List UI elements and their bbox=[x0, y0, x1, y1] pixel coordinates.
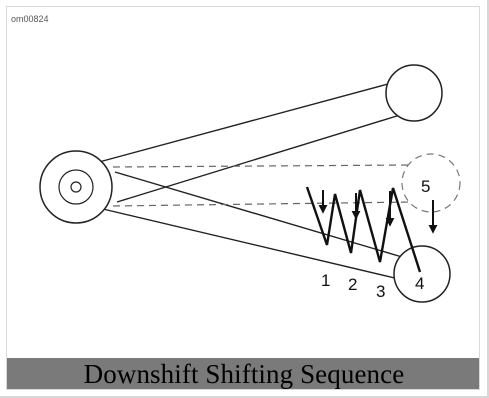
figure-id-label: om00824 bbox=[11, 14, 49, 24]
top-end-circle bbox=[385, 64, 443, 122]
figure-panel: om00824 bbox=[6, 6, 480, 390]
pivot-center-circle bbox=[70, 181, 82, 193]
lower-link-line-top bbox=[114, 171, 403, 258]
dashed-link-line-bottom bbox=[112, 201, 413, 207]
lower-link-line-bottom bbox=[102, 208, 400, 280]
position-4-circle bbox=[393, 245, 451, 303]
position-5-circle bbox=[401, 153, 461, 213]
position-label-1: 1 bbox=[321, 271, 330, 290]
upper-link-line-bottom bbox=[116, 114, 401, 203]
upper-link-line-top bbox=[98, 83, 389, 163]
position-label-5: 5 bbox=[421, 177, 430, 196]
dashed-link-line-top bbox=[112, 164, 413, 168]
position-label-3: 3 bbox=[376, 282, 385, 301]
pivot-outer-circle bbox=[39, 150, 113, 224]
shift-sequence-diagram: 1 2 3 4 5 bbox=[39, 64, 461, 303]
position-label-2: 2 bbox=[348, 275, 357, 294]
position-label-4: 4 bbox=[415, 274, 424, 293]
pivot-inner-circle bbox=[58, 169, 94, 205]
figure-caption: Downshift Shifting Sequence bbox=[7, 358, 479, 389]
